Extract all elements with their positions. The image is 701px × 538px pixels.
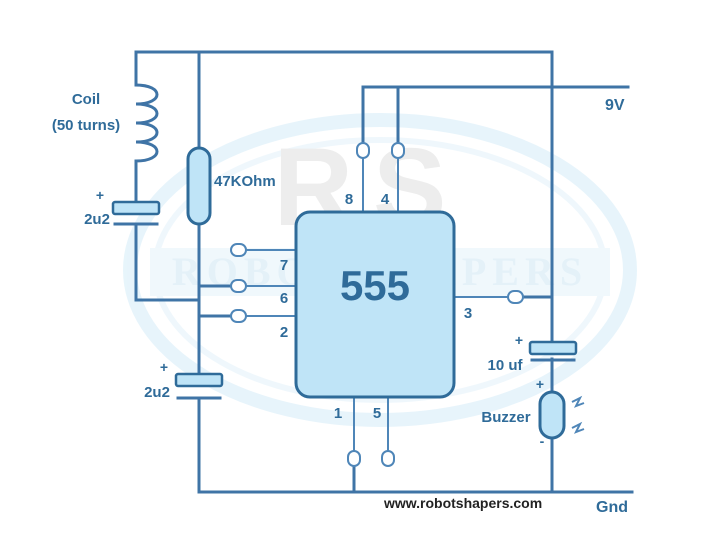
coil: Coil (50 turns) (52, 83, 159, 172)
pin3-pad (507, 290, 524, 304)
sound-wave-icon (571, 421, 585, 434)
gnd-label: Gnd (596, 499, 628, 516)
sound-wave-icon (571, 395, 585, 408)
pin-3-label: 3 (464, 305, 472, 322)
capacitor-bottom: + 2u2 (144, 359, 224, 401)
buzzer-label: Buzzer (481, 409, 530, 426)
website-url: www.robotshapers.com (383, 495, 542, 511)
cap-bottom-label: 2u2 (144, 384, 170, 401)
pin7-pad (230, 243, 247, 257)
chip-label: 555 (340, 262, 410, 309)
cap-output-plus: + (515, 332, 523, 348)
coil-turns: (50 turns) (52, 117, 120, 134)
chip-body (294, 210, 456, 399)
capacitor-output: + 10 uf (487, 332, 578, 374)
pin2-pad (230, 309, 247, 323)
pin-2-label: 2 (280, 324, 288, 341)
buzzer-minus: - (540, 433, 545, 449)
coil-title: Coil (72, 91, 100, 108)
vcc-label: 9V (605, 97, 625, 114)
cap-top-plus: + (96, 187, 104, 203)
cap-top-label: 2u2 (84, 211, 110, 228)
pin-8-label: 8 (345, 191, 353, 208)
wires (134, 50, 634, 494)
pin6-pad (230, 279, 247, 293)
cap-bottom-plus: + (160, 359, 168, 375)
buzzer-plus: + (536, 376, 544, 392)
pin5-pad (381, 450, 395, 467)
pin-1-label: 1 (334, 405, 342, 422)
resistor-label: 47KOhm (214, 173, 276, 190)
chip-555: 555 8 4 7 6 2 3 1 5 (280, 191, 472, 422)
resistor: 47KOhm (186, 146, 276, 226)
resistor-body (186, 146, 212, 226)
pin-7-label: 7 (280, 257, 288, 274)
pin-4-label: 4 (381, 191, 390, 208)
pin-5-label: 5 (373, 405, 381, 422)
pin-6-label: 6 (280, 290, 288, 307)
pin4-pad (391, 142, 405, 159)
buzzer: Buzzer + - (481, 376, 585, 449)
pin1-pad (347, 450, 361, 467)
chip-leads (230, 142, 524, 467)
cap-output-label: 10 uf (487, 357, 523, 374)
coil-winding (134, 83, 159, 172)
pin8-pad (356, 142, 370, 159)
buzzer-body (538, 390, 566, 440)
capacitor-top: + 2u2 (84, 187, 161, 228)
